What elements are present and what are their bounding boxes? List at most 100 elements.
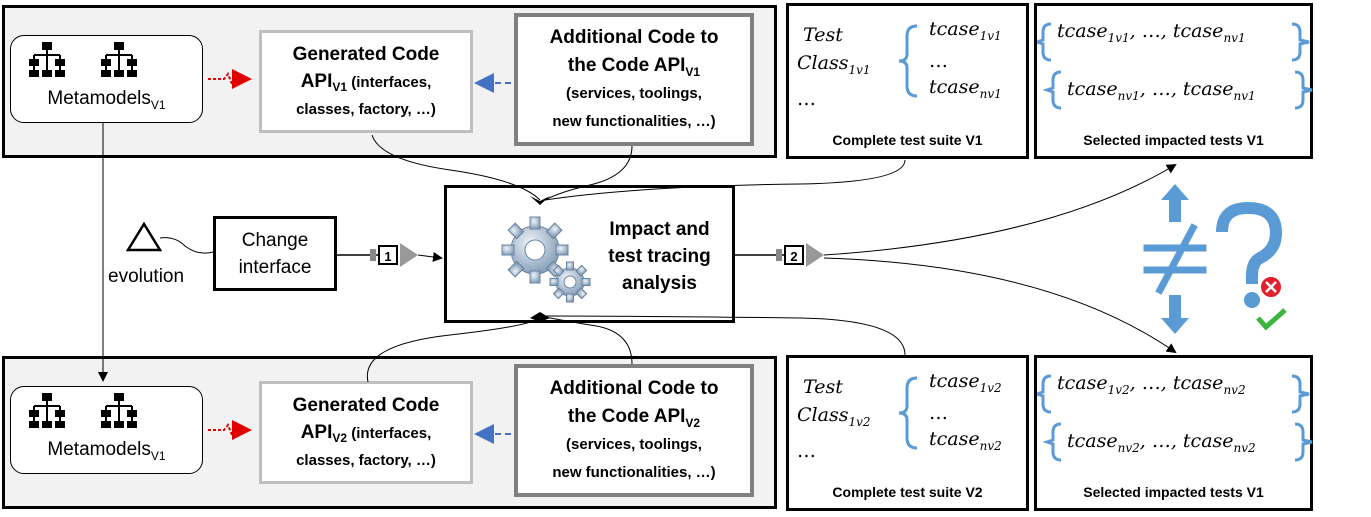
evolution-label: evolution [108,266,185,287]
v2-metamodels-sub: V1 [150,448,166,463]
v1-red-arrow [208,69,252,89]
v2-suite-brace-icon [898,376,918,450]
v1-selected-caption: Selected impacted tests V1 [1083,132,1264,148]
v2-class-label: Class1v2 [797,404,871,428]
v1-generated-line2: APIV1 (interfaces, [293,68,440,96]
v1-class-dots: … [797,88,816,110]
v1-tcase1-sub: 1v1 [979,28,1002,43]
v1-metamodels-box: MetamodelsV1 [10,35,203,123]
v2-tcase1: tcase1v2 [929,370,1002,395]
v1-tcase1: tcase1v1 [929,18,1002,43]
question-icon [1216,201,1283,308]
v2-metamodels-box: MetamodelsV1 [10,386,203,474]
v1-additional-line3: (services, toolings, [566,84,702,102]
down-arrow-icon [1161,295,1189,334]
v1-sel2-subb: nv1 [1233,88,1256,103]
v2-tcase1-sub: 1v2 [979,380,1002,395]
v1-sel2-suba: nv1 [1117,88,1140,103]
analysis-label: Impact and test tracing analysis [587,216,732,297]
v1-additional-to-analysis [544,145,633,201]
analysis-line1: Impact and [609,219,710,240]
hierarchy-icon [101,393,137,428]
v2-additional-line3: (services, toolings, [566,435,702,453]
v1-generated-api-sub: V1 [332,79,348,94]
hierarchy-icon [101,42,137,77]
v2-generated-code-box: Generated Code APIV2 (interfaces, classe… [259,381,473,484]
v2-sel2-suba: nv2 [1117,440,1140,455]
v1-tcase-dots: … [929,50,948,72]
v1-selected-brackets [1037,22,1313,110]
v2-additional-api-sub: V2 [685,415,701,430]
v1-sel2-a: tcase [1067,78,1118,100]
step1-pointer [400,243,418,267]
step-1-badge: 1 [378,245,398,265]
v2-red-arrow [208,420,252,440]
v1-selected-tests-box: tcase1v1, …, tcasenv1 tcasenv1, …, tcase… [1034,3,1313,159]
cross-icon [1259,275,1283,299]
v2-sel2-mid: , …, tcase [1139,430,1234,452]
v1-suite-caption: Complete test suite V1 [832,132,983,148]
v1-selected-row2: tcasenv1, …, tcasenv1 [1067,78,1256,103]
step2-to-v2-selected-arrow [823,257,1177,354]
analysis-box: Impact and test tracing analysis [444,185,735,323]
v1-class-label: Class1v1 [797,52,871,77]
v1-class-sub: 1v1 [848,62,871,77]
v2-sel2-a: tcase [1067,430,1118,452]
analysis-line3: analysis [622,273,697,294]
v2-tcase-dots: … [929,402,948,424]
v2-generated-rest: (interfaces, [347,424,432,442]
v2-additional-api: the Code API [567,405,686,427]
v1-suite-brace-icon [898,24,918,98]
v2-tcase1-word: tcase [929,370,980,392]
v2-additional-line2: the Code APIV2 [550,403,719,431]
analysis-line2: test tracing [608,246,711,267]
step-2-badge: 2 [784,245,804,265]
v1-tcase1-word: tcase [929,18,980,40]
check-icon [1256,308,1287,331]
v1-generated-to-analysis [371,134,541,201]
v1-test-suite-box: Test Class1v1 … tcase1v1 … tcasenv1 Comp… [786,3,1029,159]
v2-additional-code-box: Additional Code to the Code APIV2 (servi… [514,364,754,497]
step2-connector [776,249,782,261]
v1-tcasen: tcasenv1 [929,76,1002,101]
v2-test-word: Test [803,376,843,398]
v1-generated-line1: Generated Code [292,43,440,65]
v2-generated-line3: classes, factory, …) [296,451,436,469]
v2-additional-line4: new functionalities, …) [552,463,716,481]
triangle-icon [125,221,163,252]
change-line1: Change [241,229,309,251]
v1-metamodels-sub: V1 [150,97,166,112]
v1-metamodels-text: Metamodels [47,88,151,109]
v2-sel1-mid: , …, tcase [1129,372,1224,394]
v1-sel1-suba: 1v1 [1107,30,1130,45]
v2-tcasen: tcasenv2 [929,428,1002,452]
v1-tcasen-word: tcase [929,76,980,98]
v1-sel1-a: tcase [1057,20,1108,42]
hierarchy-icon [29,42,65,77]
v1-additional-code-box: Additional Code to the Code APIV1 (servi… [514,13,754,146]
v2-selected-row2: tcasenv2, …, tcasenv2 [1067,430,1256,455]
v1-tcasen-sub: nv1 [979,86,1002,101]
change-interface-box: Change interface [213,216,337,291]
v1-sel2-mid: , …, tcase [1139,78,1234,100]
step2-to-v1-selected-arrow [823,163,1177,256]
v2-generated-api: API [300,421,333,443]
v1-additional-line2: the Code APIV1 [550,52,719,80]
v2-metamodels-label: MetamodelsV1 [11,439,202,463]
step1-to-analysis-arrow [417,252,443,262]
v2-test-suite-box: Test Class1v2 … tcase1v2 … tcasenv2 Comp… [786,355,1029,511]
change-line2: interface [238,256,312,278]
v2-tcasen-word: tcase [929,428,980,450]
v1-generated-line3: classes, factory, …) [296,100,436,118]
triangle-to-change-line [159,237,214,254]
gear-icon [501,216,591,303]
bottom-merge-point [530,312,550,322]
v1-additional-api-sub: V1 [685,64,701,79]
v2-additional-to-analysis [544,316,633,365]
v1-metamodels-label: MetamodelsV1 [11,88,202,112]
v1-suite-to-analysis [544,159,906,201]
v2-generated-to-analysis [366,317,541,383]
v2-suite-to-analysis [544,315,906,356]
v1-additional-line4: new functionalities, …) [552,112,716,130]
